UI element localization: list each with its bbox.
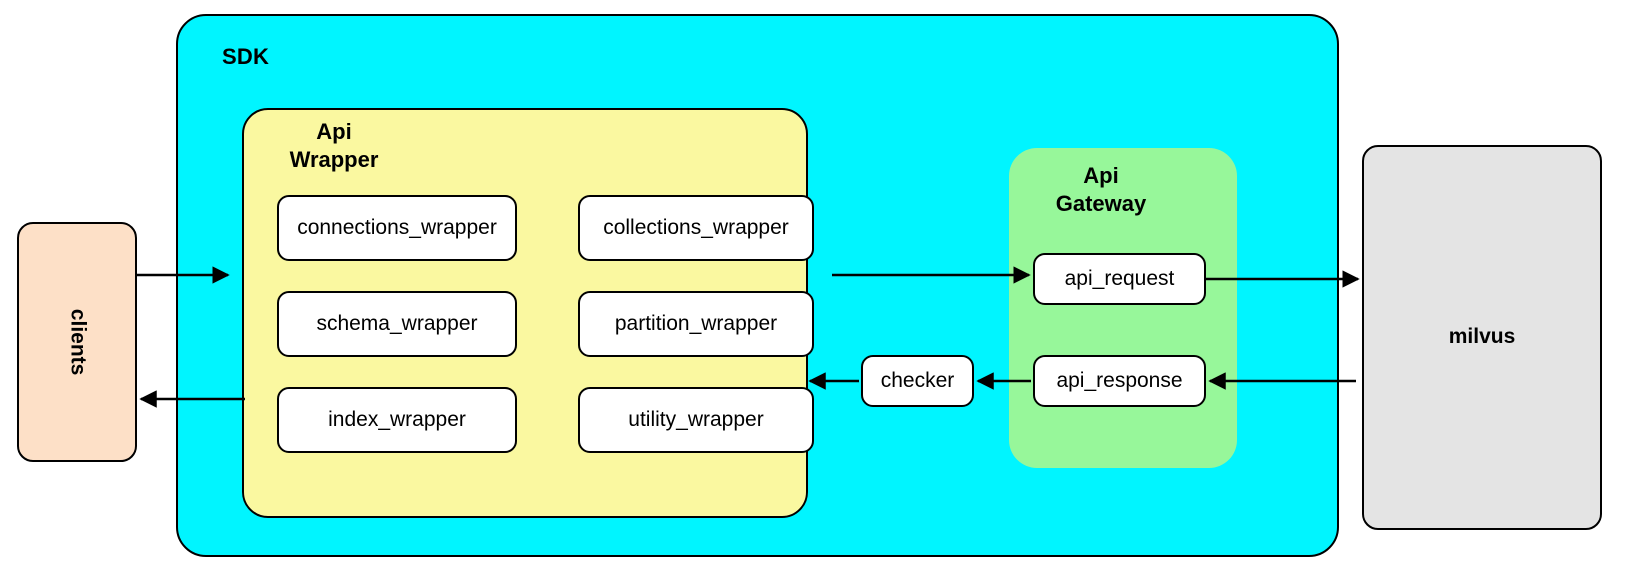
clients-label: clients — [66, 308, 90, 376]
node-utility-wrapper[interactable]: utility_wrapper — [578, 387, 814, 453]
api-gateway-container: Api Gateway — [1009, 148, 1237, 468]
checker-label: checker — [880, 368, 955, 392]
node-collections-wrapper[interactable]: collections_wrapper — [578, 195, 814, 261]
node-schema-wrapper[interactable]: schema_wrapper — [277, 291, 517, 357]
api-wrapper-title-label: Api Wrapper — [289, 119, 379, 172]
node-clients[interactable]: clients — [17, 222, 137, 462]
node-checker[interactable]: checker — [861, 355, 974, 407]
node-api-response[interactable]: api_response — [1033, 355, 1206, 407]
api-gateway-title-label: Api Gateway — [1055, 163, 1147, 216]
utility-wrapper-label: utility_wrapper — [628, 407, 764, 431]
collections-wrapper-label: collections_wrapper — [603, 215, 789, 239]
node-index-wrapper[interactable]: index_wrapper — [277, 387, 517, 453]
node-milvus[interactable]: milvus — [1362, 145, 1602, 530]
node-partition-wrapper[interactable]: partition_wrapper — [578, 291, 814, 357]
partition-wrapper-label: partition_wrapper — [614, 311, 778, 335]
index-wrapper-label: index_wrapper — [328, 407, 466, 431]
milvus-label: milvus — [1448, 325, 1516, 349]
connections-wrapper-label: connections_wrapper — [297, 215, 497, 239]
api-response-label: api_response — [1056, 368, 1183, 392]
api-request-label: api_request — [1064, 266, 1175, 290]
sdk-title-label: SDK — [222, 44, 270, 69]
schema-wrapper-label: schema_wrapper — [316, 311, 478, 335]
node-connections-wrapper[interactable]: connections_wrapper — [277, 195, 517, 261]
node-api-request[interactable]: api_request — [1033, 253, 1206, 305]
